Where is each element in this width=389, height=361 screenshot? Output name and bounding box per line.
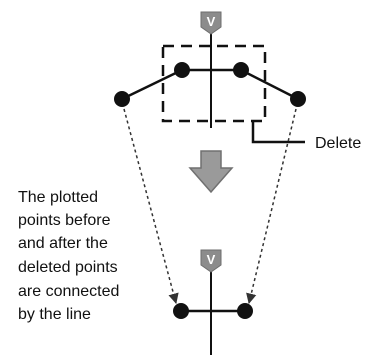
top-v-marker-letter: V <box>207 14 216 29</box>
bottom-v-marker-icon: V <box>200 249 222 273</box>
caption-line-4: deleted points <box>18 259 118 276</box>
plotted-point-deleted-right <box>233 62 249 78</box>
bottom-v-marker-letter: V <box>207 252 216 267</box>
connected-point-left <box>173 303 189 319</box>
dashed-connector-right <box>246 108 297 305</box>
down-arrow-icon <box>188 150 234 194</box>
top-v-marker-icon: V <box>200 11 222 35</box>
plotted-point-right-outer <box>290 91 306 107</box>
plotted-point-deleted-left <box>174 62 190 78</box>
caption-line-3: and after the <box>18 235 108 252</box>
connected-point-right <box>237 303 253 319</box>
caption-line-1: The plotted <box>18 189 98 206</box>
after-deletion-group: V <box>173 249 253 355</box>
delete-selection-box <box>161 44 267 123</box>
delete-label: Delete <box>315 135 361 152</box>
caption-line-6: by the line <box>18 306 91 323</box>
dashed-connector-left <box>123 108 179 305</box>
before-deletion-group: V Delete <box>114 11 361 152</box>
caption-text: The plotted points before and after the … <box>18 189 119 323</box>
caption-line-2: points before <box>18 212 111 229</box>
delete-leader-line <box>251 121 305 144</box>
caption-line-5: are connected <box>18 283 119 300</box>
plotted-point-left-outer <box>114 91 130 107</box>
plotted-line-before <box>121 68 299 101</box>
